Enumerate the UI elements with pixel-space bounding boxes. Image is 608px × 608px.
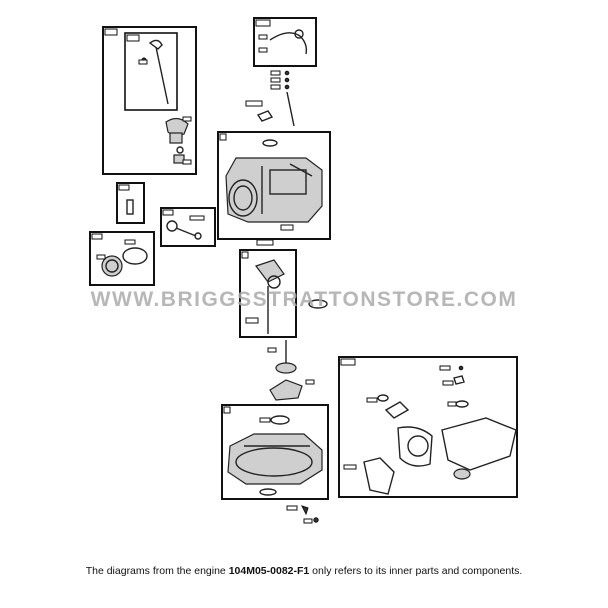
crankshaft-group[interactable] (239, 239, 328, 338)
sump-fasteners[interactable] (286, 505, 319, 524)
watermark-text: WWW.BRIGGSSTRATTONSTORE.COM (90, 288, 518, 311)
gasket-set-group[interactable] (338, 356, 518, 498)
dipstick-tube-group[interactable] (102, 26, 197, 175)
camshaft-group[interactable] (267, 340, 315, 401)
caption-before: The diagrams from the engine (85, 565, 229, 577)
engine-model-number: 104M05-0082-F1 (228, 565, 310, 577)
cylinder-block-group[interactable] (217, 131, 331, 240)
caption-after: only refers to its inner parts and compo… (309, 565, 523, 577)
connecting-rod-group[interactable] (160, 207, 216, 247)
breather-tube-group[interactable] (253, 17, 317, 67)
oil-sump-group[interactable] (221, 404, 329, 500)
piston-ring-group[interactable] (89, 231, 155, 286)
piston-pin-group[interactable] (116, 182, 145, 224)
diagram-caption: The diagrams from the engine 104M05-0082… (0, 565, 608, 577)
fastener-column[interactable] (245, 70, 295, 127)
